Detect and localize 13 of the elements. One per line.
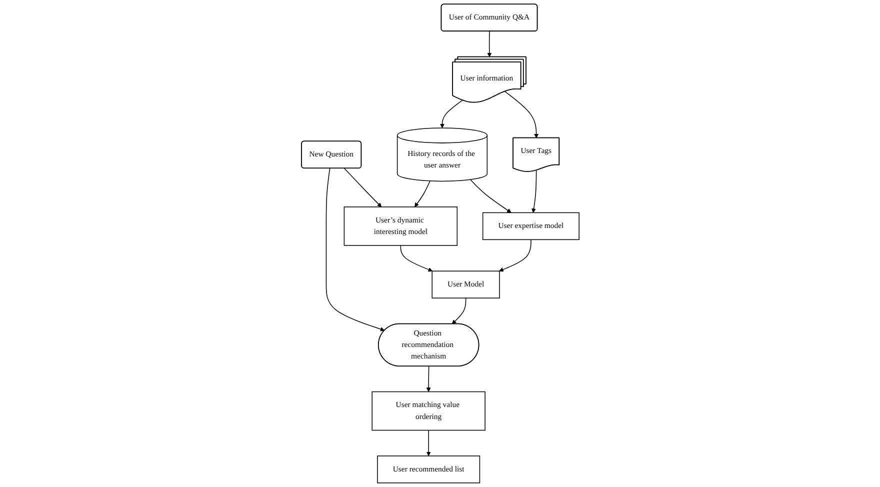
arrow — [531, 170, 536, 213]
arrow — [326, 168, 384, 332]
arrow — [426, 366, 431, 392]
arrow — [504, 91, 538, 138]
arrow — [414, 180, 430, 208]
arrow — [426, 430, 431, 456]
arrow — [400, 245, 432, 272]
arrow — [486, 30, 492, 58]
arrow — [498, 239, 532, 272]
arrow — [470, 179, 512, 213]
arrow — [344, 168, 382, 208]
arrow — [452, 298, 466, 324]
arrow — [440, 100, 463, 128]
